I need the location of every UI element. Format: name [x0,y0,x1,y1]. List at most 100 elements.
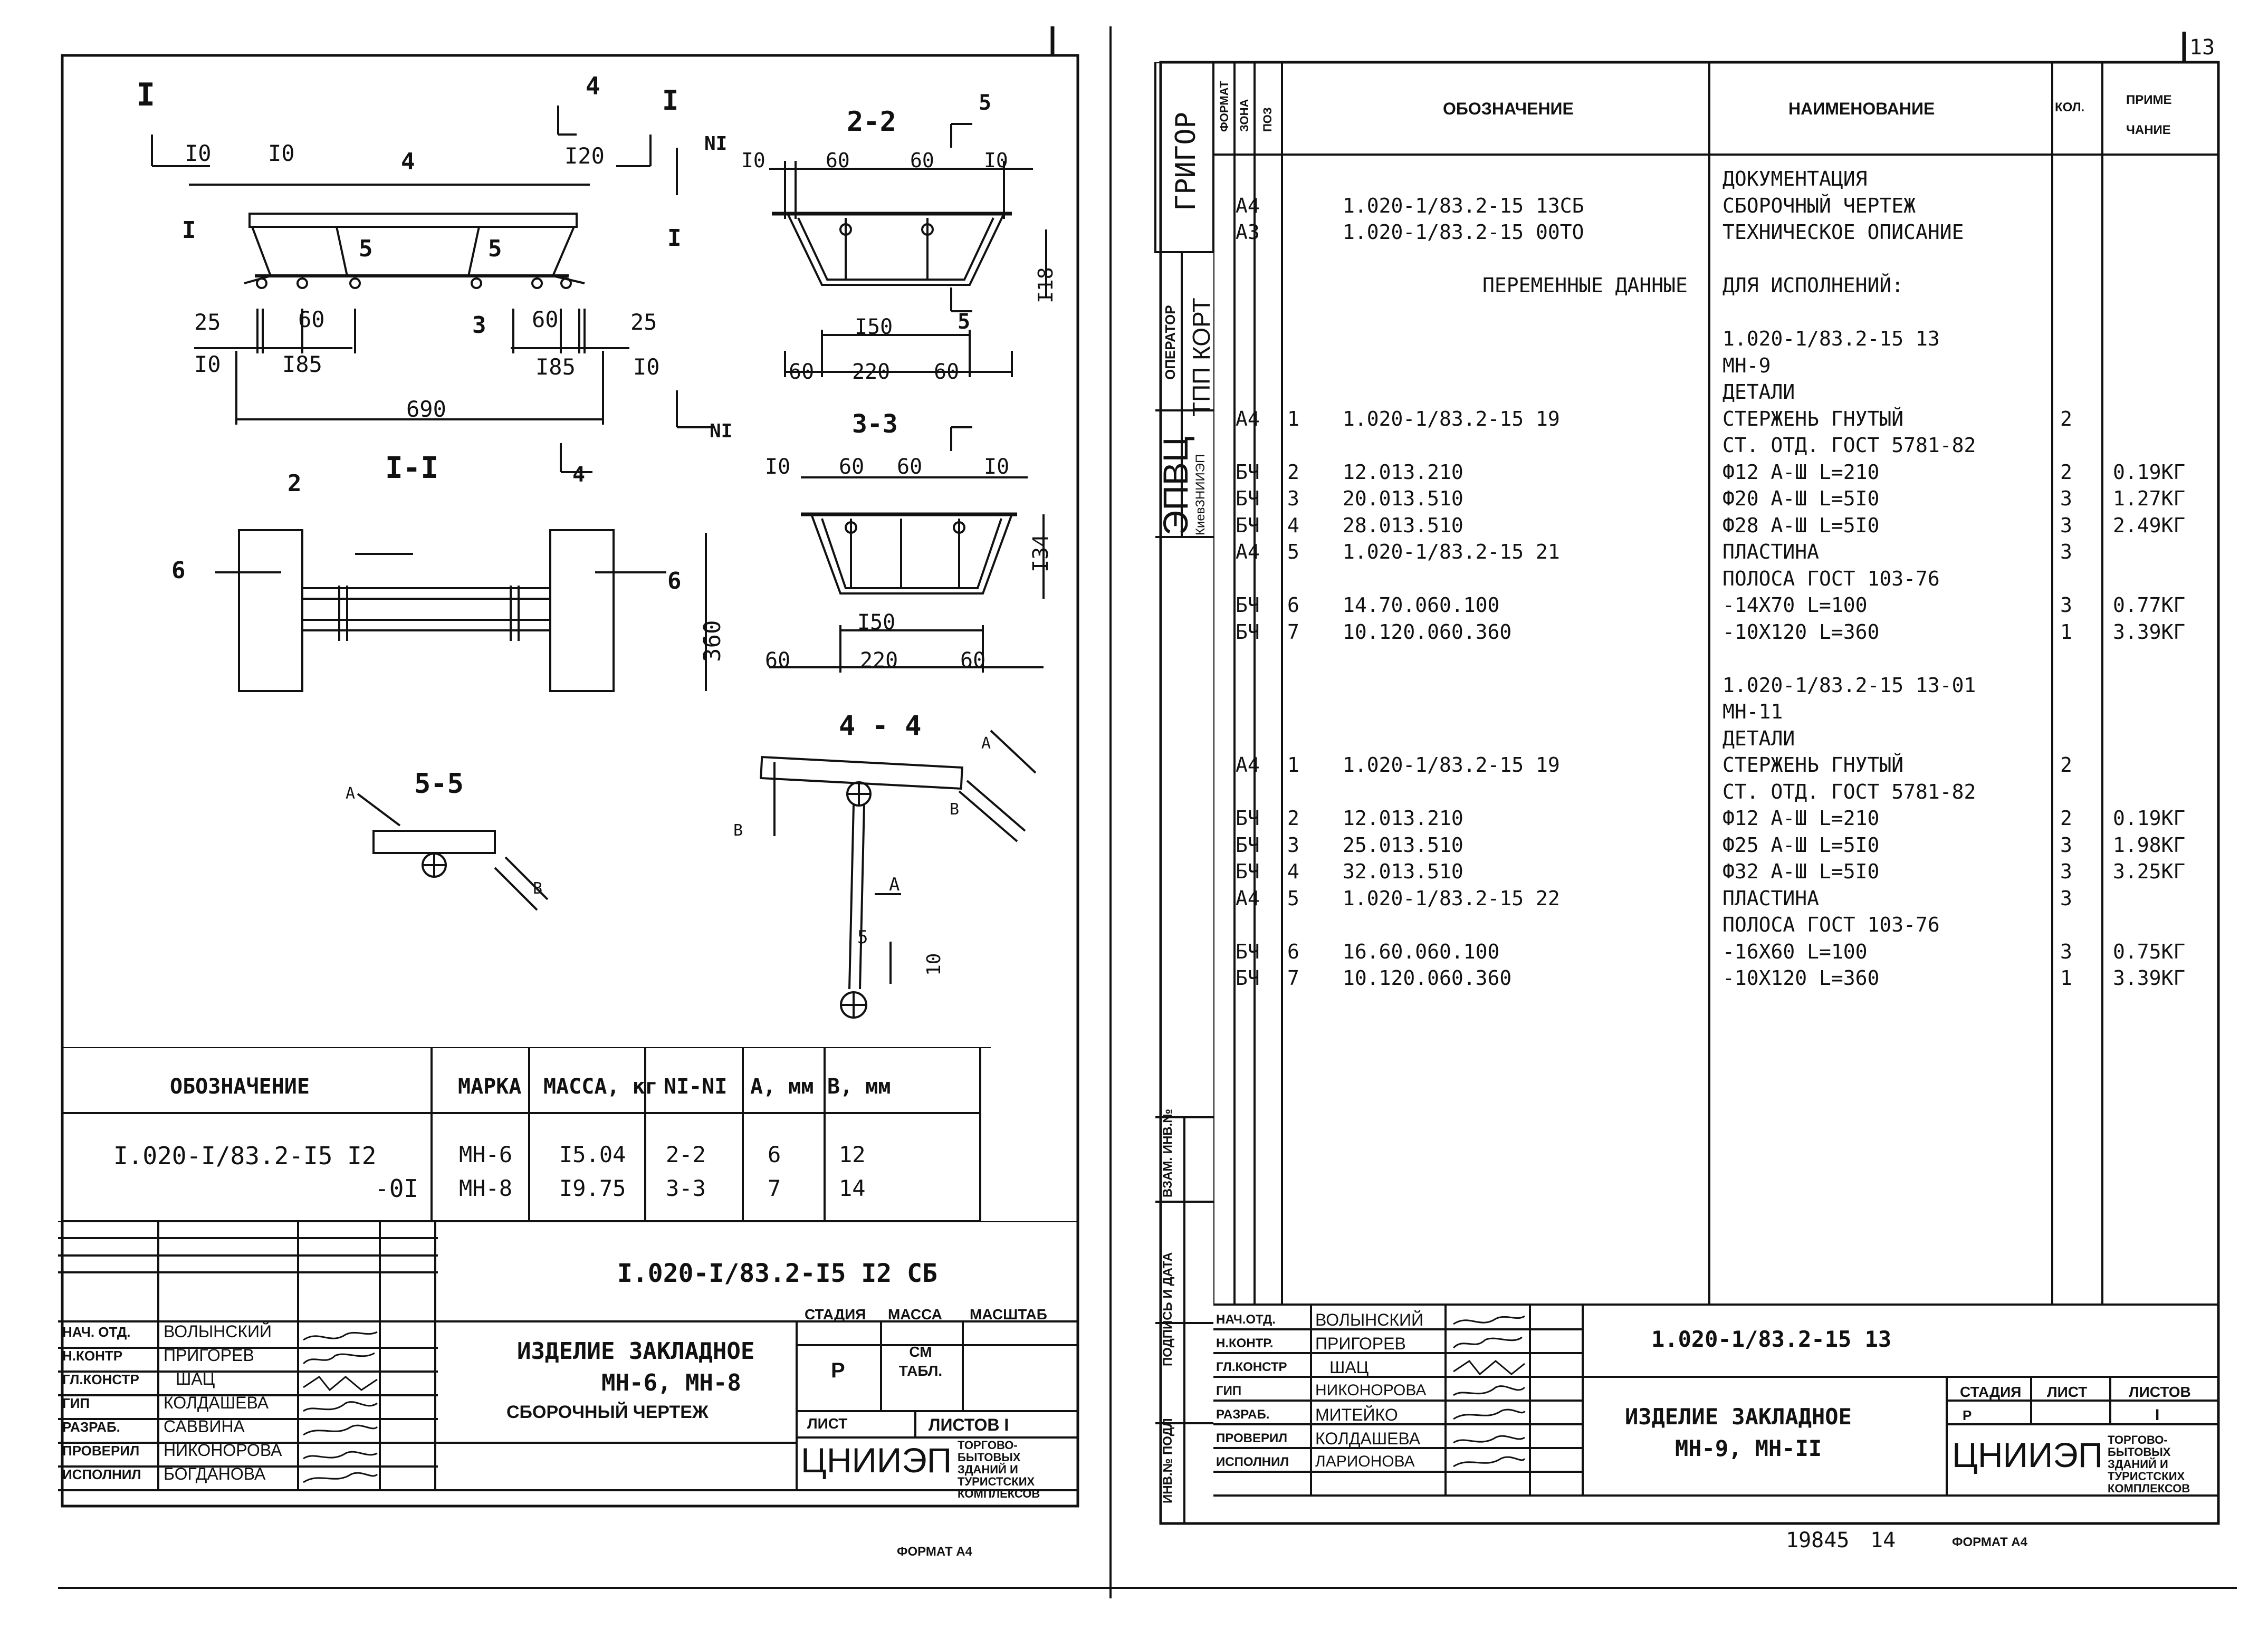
spec-cell-m: 0.77КГ [2113,593,2186,617]
spec-cell-n: Ф12 А-Ш L=210 [1722,807,1880,830]
signature-scribbles-right [1452,1315,1526,1468]
left-title-line1: ИЗДЕЛИЕ ЗАКЛАДНОЕ [517,1338,755,1365]
callout: 2 [288,470,302,497]
spec-cell-d: 20.013.510 [1343,487,1463,510]
callout: 4 [401,148,415,175]
spec-cell-d: 12.013.210 [1343,807,1463,830]
spec-cell-n: СТЕРЖЕНЬ ГНУТЫЙ [1722,407,1904,430]
left-scale-label: МАСШТАБ [970,1306,1047,1322]
callout: A [889,874,900,895]
left-title-line2: МН-6, МН-8 [601,1369,741,1396]
callout: B [533,879,543,898]
left-mass-value: СМ ТАБЛ. [898,1344,943,1379]
left-title-line3: СБОРОЧНЫЙ ЧЕРТЕЖ [506,1402,709,1422]
spec-cell-p: 3 [1287,833,1299,857]
callout: 5 [359,235,373,262]
spec-cell-d: 16.60.060.100 [1343,940,1500,963]
spec-cell-m: 3.39КГ [2113,966,2186,990]
callout: 3 [472,312,486,339]
callout: B [733,821,743,840]
right-sheets-value: I [2155,1406,2160,1424]
variant-cell: МН-6 [459,1142,513,1167]
callout: B [950,800,960,819]
spec-cell-n: ТЕХНИЧЕСКОЕ ОПИСАНИЕ [1722,221,1964,244]
dim: I20 [564,143,605,169]
spec-cell-f: БЧ [1236,620,1260,644]
dim: I0 [741,149,765,172]
spec-header-format: ФОРМАТ [1218,81,1231,132]
dim: I0 [765,455,791,479]
spec-cell-p: 5 [1287,540,1299,563]
spec-cell-q: 2 [2060,807,2072,830]
section-mark-3: 4 [586,72,600,100]
section-mark-7: NI [704,133,728,155]
spec-cell-f: БЧ [1236,593,1260,617]
view-label-4-4: 4 - 4 [839,710,922,742]
spec-cell-q: 3 [2060,513,2072,537]
variant-header-section: NI-NI [664,1075,728,1099]
spec-cell-f: А4 [1236,753,1260,777]
left-title-block-grid [58,1221,1079,1491]
spec-cell-f: А4 [1236,194,1260,217]
spec-cell-q: 3 [2060,487,2072,510]
spec-cell-m: 0.75КГ [2113,940,2186,963]
variant-cell: 7 [768,1175,781,1201]
dim: 25 [630,309,657,335]
footer-sheet-num: 14 [1870,1528,1896,1552]
dim: I85 [282,351,322,377]
plate-frame [251,226,575,277]
left-org: ЦНИИЭП [801,1441,952,1480]
page-number: 13 [2189,35,2215,60]
spec-cell-n: МН-11 [1722,700,1783,723]
spec-cell-f: БЧ [1236,807,1260,830]
spec-cell-p: 3 [1287,487,1299,510]
dim: 60 [839,455,865,479]
footer-sheet-code: 19845 [1786,1528,1850,1552]
spec-cell-d: 32.013.510 [1343,860,1463,883]
right-org: ЦНИИЭП [1952,1435,2103,1474]
left-doc-code: I.020-I/83.2-I5 I2 СБ [617,1259,937,1288]
right-title-block-grid [1213,1306,2218,1497]
right-doc-code: 1.020-1/83.2-15 13 [1651,1326,1892,1352]
spec-cell-n: ДЕТАЛИ [1722,726,1795,750]
spec-cell-n: -16Х60 L=100 [1722,940,1868,963]
dim: 60 [826,149,850,172]
spec-cell-n: Ф25 А-Ш L=5I0 [1722,833,1880,857]
spec-cell-n: ДЛЯ ИСПОЛНЕНИЙ: [1722,274,1904,297]
spec-cell-q: 3 [2060,860,2072,883]
section-mark-8: NI [710,420,733,442]
variant-header-a: A, мм [750,1075,814,1099]
spec-cell-d: 14.70.060.100 [1343,593,1500,617]
left-stage-value: Р [831,1359,845,1382]
spec-cell-f: БЧ [1236,940,1260,963]
spec-cell-f: БЧ [1236,833,1260,857]
dim: 220 [852,360,891,384]
dim: I0 [185,140,212,166]
right-title-line1: ИЗДЕЛИЕ ЗАКЛАДНОЕ [1625,1404,1852,1430]
spec-cell-n: СТ. ОТД. ГОСТ 5781-82 [1722,434,1976,457]
spec-cell-m: 1.98КГ [2113,833,2186,857]
variant-cell: I9.75 [559,1175,626,1201]
side-tpp: ТПП КОРТ [1188,298,1215,417]
side-grigor: ГРИГОР [1170,112,1202,211]
dim: 360 [699,620,726,662]
spec-cell-m: 3.39КГ [2113,620,2186,644]
spec-cell-f: А4 [1236,407,1260,430]
section-mark-4: 4 [572,463,586,487]
spec-cell-q: 2 [2060,460,2072,484]
spec-header-pos: ПОЗ [1261,107,1274,132]
spec-cell-n: ПОЛОСА ГОСТ 103-76 [1722,567,1940,590]
dim: 60 [765,648,791,673]
spec-cell-n: -10Х120 L=360 [1722,966,1880,990]
spec-cell-d: 1.020-1/83.2-15 00ТО [1343,221,1584,244]
dim: I50 [855,315,893,339]
spec-cell-q: 3 [2060,540,2072,563]
spec-cell-d: 10.120.060.360 [1343,966,1512,990]
variant-cell: МН-8 [459,1175,513,1201]
dim: I18 [1034,267,1057,303]
spec-cell-m: 0.19КГ [2113,460,2186,484]
spec-header-name: НАИМЕНОВАНИЕ [1788,99,1935,118]
spec-cell-p: 4 [1287,513,1299,537]
section-mark-5: 5 [979,91,992,115]
